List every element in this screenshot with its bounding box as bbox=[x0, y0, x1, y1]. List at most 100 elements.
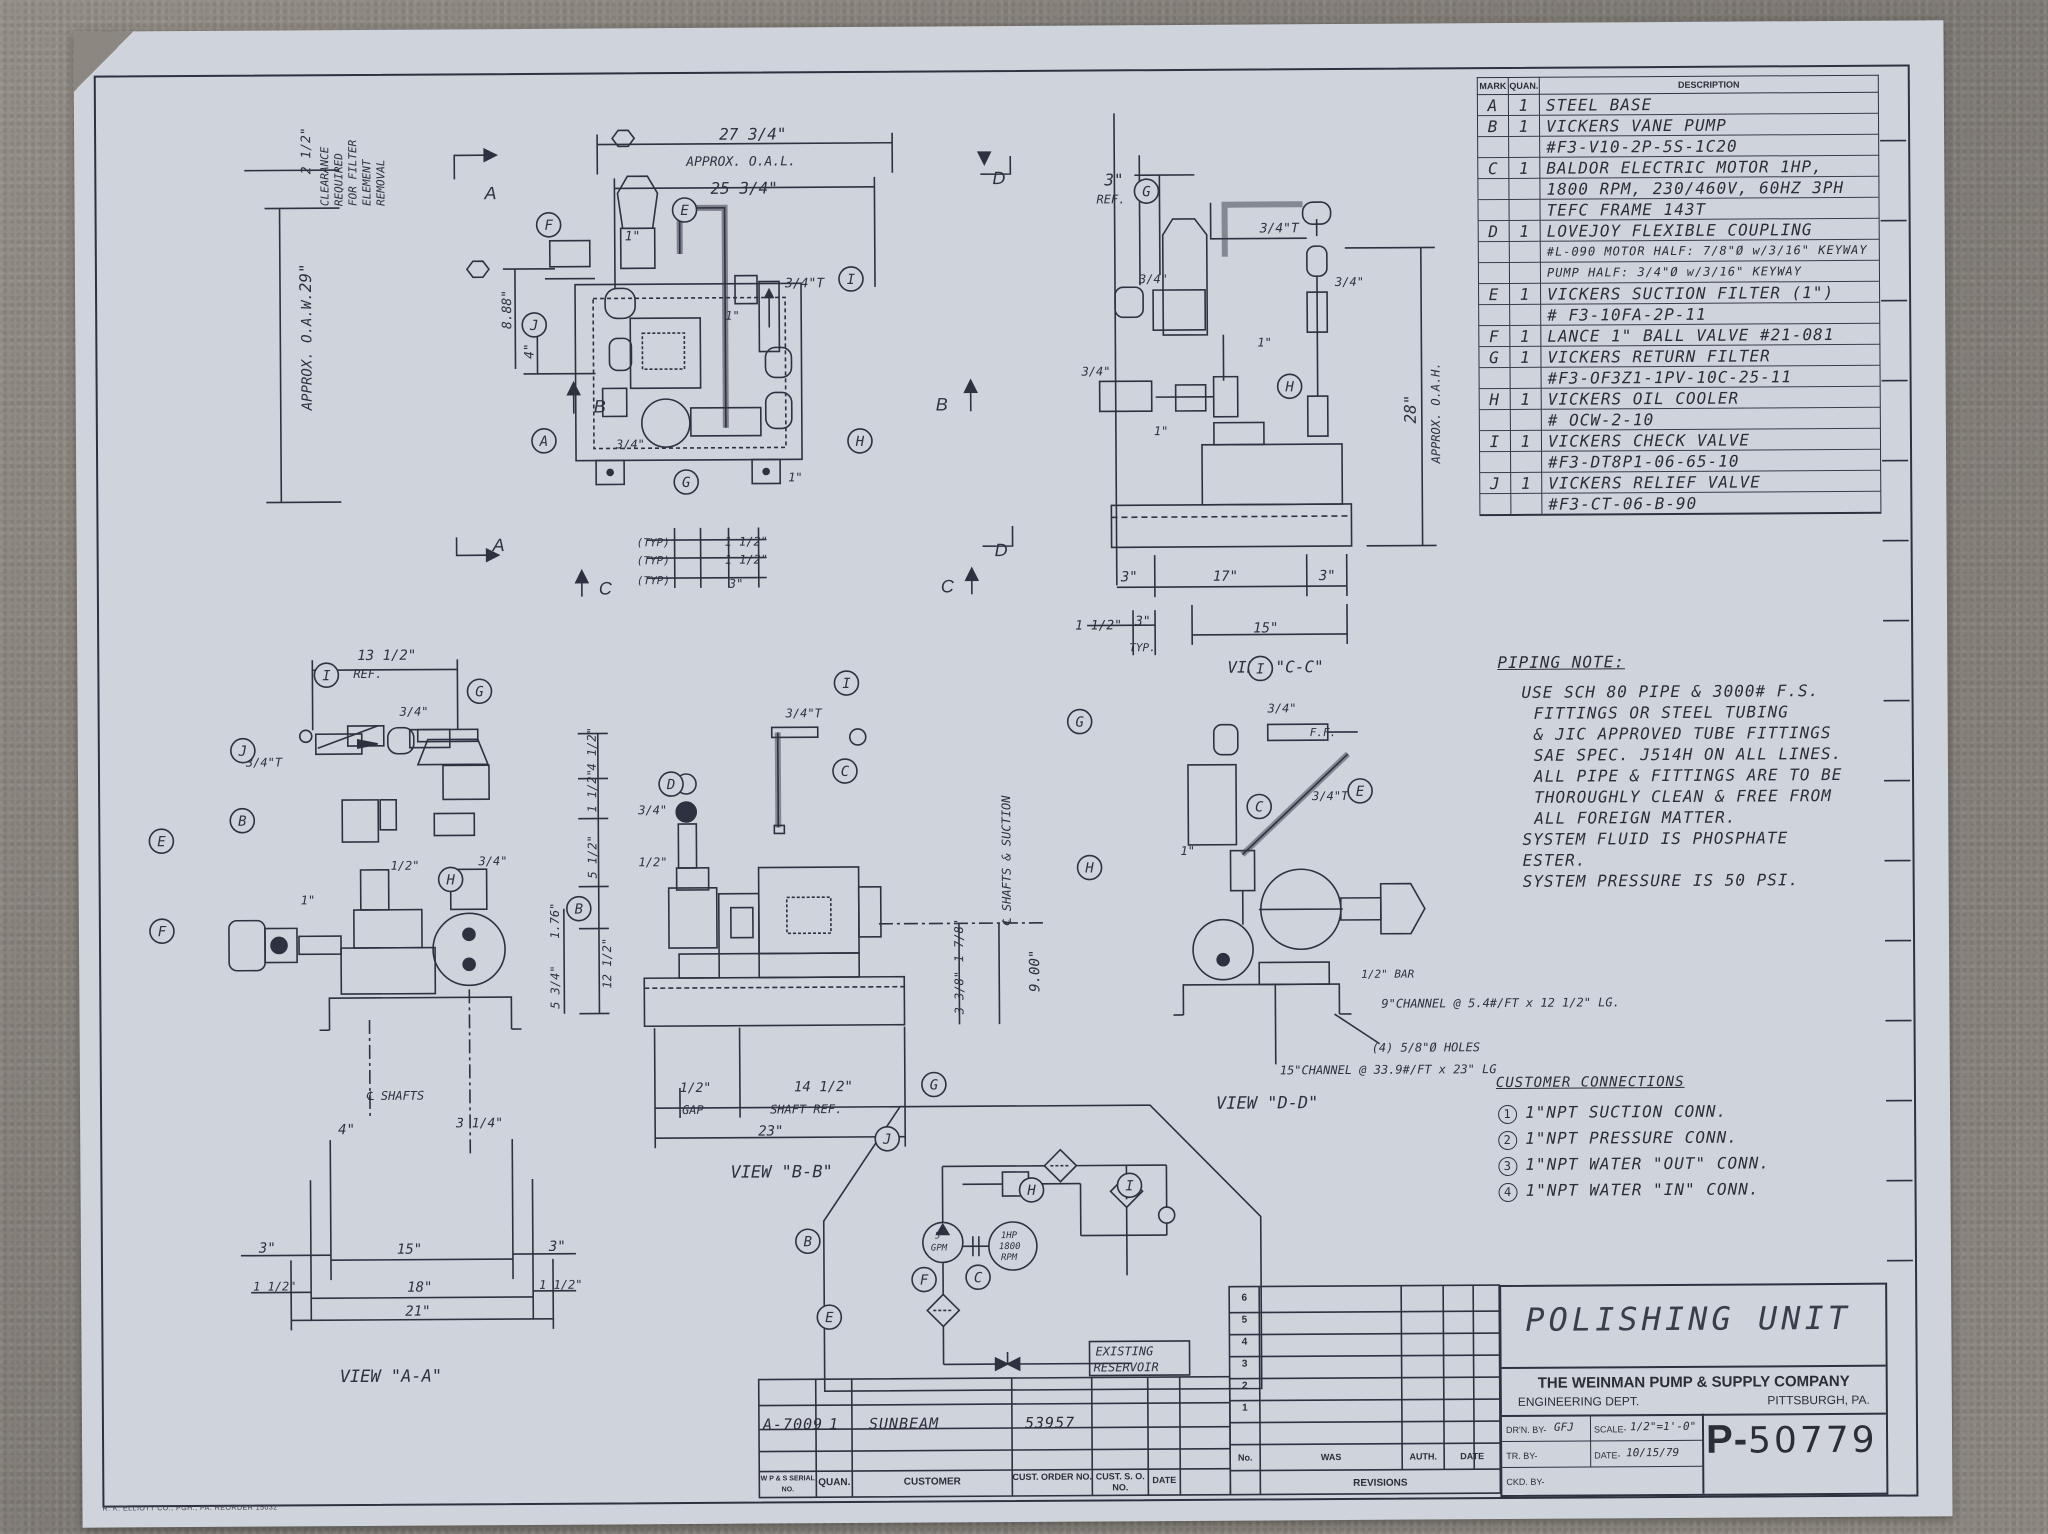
bb-motor bbox=[757, 866, 860, 955]
plan-foot-right bbox=[751, 458, 782, 485]
parts-cell-quan: 1 bbox=[1508, 115, 1540, 137]
parts-cell-quan: 1 bbox=[1508, 157, 1540, 179]
header-cust-so: CUST. S. O. NO. bbox=[1095, 1471, 1145, 1493]
parts-header-mark: MARK bbox=[1477, 77, 1509, 95]
plan-view bbox=[244, 129, 1014, 597]
hydraulic-schematic bbox=[822, 1104, 1263, 1392]
callout-balloon: H bbox=[1076, 854, 1103, 881]
piping-note-line: SAE SPEC. J514H ON ALL LINES. bbox=[1533, 743, 1843, 765]
svg-text:G: G bbox=[682, 475, 691, 491]
parts-cell-mark bbox=[1479, 367, 1511, 389]
parts-cell-desc: STEEL BASE bbox=[1539, 92, 1879, 116]
bb-dim-338: 3 3/8" bbox=[952, 971, 966, 1015]
view-dd bbox=[1173, 723, 1426, 1065]
parts-cell-quan: 1 bbox=[1508, 94, 1540, 116]
parts-cell-desc: # OCW-2-10 bbox=[1541, 407, 1881, 431]
parts-cell-desc: #F3-DT8P1-06-65-10 bbox=[1541, 449, 1881, 473]
svg-text:G: G bbox=[930, 1077, 939, 1093]
parts-cell-mark bbox=[1478, 304, 1510, 326]
aa-dim-3-left: 3" bbox=[258, 1241, 276, 1257]
aa-right-dim-1: 4 1/2" bbox=[585, 727, 599, 770]
svg-text:J: J bbox=[882, 1132, 892, 1148]
bb-base bbox=[643, 975, 906, 1028]
parts-cell-desc: VICKERS RELIEF VALVE bbox=[1541, 470, 1881, 494]
plan-typ-3: (TYP) bbox=[637, 574, 670, 587]
schematic-frame bbox=[822, 1104, 1263, 1392]
svg-text:A: A bbox=[539, 434, 549, 450]
aa-dim-112-left: 1 1/2" bbox=[253, 1279, 296, 1293]
parts-cell-desc: VICKERS CHECK VALVE bbox=[1541, 428, 1881, 452]
margin-ticks bbox=[1880, 139, 1913, 1262]
dd-channel bbox=[1182, 983, 1341, 1015]
callout-balloon: I bbox=[838, 266, 864, 292]
parts-cell-quan bbox=[1510, 493, 1542, 515]
callout-balloon: G bbox=[466, 678, 493, 705]
piping-note-line: ALL PIPE & FITTINGS ARE TO BE bbox=[1533, 764, 1843, 786]
callout-balloon: B bbox=[229, 807, 256, 834]
revision-number: 3 bbox=[1241, 1358, 1248, 1370]
product-title: POLISHING UNIT bbox=[1501, 1284, 1886, 1370]
revision-header: DATE bbox=[1460, 1451, 1485, 1462]
cc-return-filter bbox=[1161, 218, 1209, 336]
aa-dim-18: 18" bbox=[407, 1280, 432, 1296]
callout-balloon: C bbox=[1246, 793, 1273, 820]
piping-note-title: PIPING NOTE: bbox=[1497, 652, 1625, 673]
callout-balloon: H bbox=[1018, 1177, 1045, 1203]
parts-cell-mark: A bbox=[1477, 94, 1509, 116]
plan-foot-left bbox=[595, 459, 626, 486]
dd-bar: 1/2" BAR bbox=[1361, 968, 1414, 981]
callout-balloon: H bbox=[437, 866, 464, 893]
revision-number: 4 bbox=[1241, 1336, 1248, 1348]
plan-dim-1b: 1" bbox=[725, 309, 740, 323]
aa-right-dim-4: 12 1/2" bbox=[600, 938, 614, 989]
dd-suction-filter bbox=[1379, 882, 1426, 935]
piping-note-line: SYSTEM PRESSURE IS 50 PSI. bbox=[1522, 870, 1800, 891]
callout-balloon: B bbox=[795, 1228, 821, 1255]
drawing-number-value: 50779 bbox=[1747, 1419, 1878, 1462]
parts-cell-mark bbox=[1479, 409, 1511, 431]
svg-text:I: I bbox=[842, 676, 851, 692]
plan-base bbox=[574, 282, 803, 462]
dim-oaw bbox=[278, 208, 283, 503]
parts-cell-desc: VICKERS RETURN FILTER bbox=[1540, 344, 1881, 368]
section-label-c-right: C bbox=[941, 576, 955, 596]
svg-text:F: F bbox=[544, 218, 553, 234]
callout-balloon: J bbox=[874, 1125, 901, 1152]
dd-dim-1: 1" bbox=[1180, 844, 1195, 858]
svg-text:B: B bbox=[575, 902, 584, 918]
cc-dim-15: 15" bbox=[1253, 620, 1278, 636]
plan-motor bbox=[629, 317, 702, 390]
drawing-number-prefix: P- bbox=[1705, 1417, 1749, 1462]
parts-cell-desc: #F3-V10-2P-5S-1C20 bbox=[1539, 134, 1879, 158]
cc-dim-17: 17" bbox=[1213, 569, 1238, 585]
parts-row: #F3-OF3Z1-1PV-10C-25-11 bbox=[1479, 365, 1881, 389]
callout-balloon: C bbox=[832, 758, 858, 784]
aa-dim-34b: 3/4" bbox=[477, 854, 507, 868]
header-customer: CUSTOMER bbox=[903, 1476, 961, 1488]
cc-dim-34b: 3/4" bbox=[1138, 272, 1168, 286]
svg-text:C: C bbox=[974, 1270, 983, 1286]
bb-dim-1412: 14 1/2" bbox=[794, 1079, 853, 1095]
dd-dim-34: 3/4" bbox=[1267, 701, 1297, 715]
piping-note-line: USE SCH 80 PIPE & 3000# F.S. bbox=[1521, 681, 1820, 702]
plan-dim-1: 1" bbox=[625, 229, 641, 244]
bb-title: VIEW "B-B" bbox=[730, 1162, 832, 1183]
parts-cell-quan bbox=[1508, 199, 1541, 221]
cc-dim-34c: 3/4" bbox=[1081, 364, 1111, 378]
scale-value: 1/2"=1'-0" bbox=[1629, 1419, 1697, 1434]
parts-row: # F3-10FA-2P-11 bbox=[1478, 302, 1880, 326]
plan-clearance-note-4: ELEMENT bbox=[360, 158, 373, 206]
callout-balloon: E bbox=[1347, 778, 1373, 804]
callout-balloon: E bbox=[148, 828, 175, 855]
dim-oal bbox=[597, 141, 893, 146]
ckd-by-label: CKD. BY- bbox=[1506, 1476, 1545, 1487]
bb-shafts-suction: ℄ SHAFTS & SUCTION bbox=[999, 795, 1014, 926]
dd-channel15: 15"CHANNEL @ 33.9#/FT x 23" LG bbox=[1280, 1062, 1497, 1077]
cc-dim-3-left: 3" bbox=[1120, 569, 1138, 585]
engineering-drawing: 27 3/4" APPROX. O.A.L. 25 3/4" APPROX. O… bbox=[148, 113, 1913, 1499]
svg-text:H: H bbox=[1084, 861, 1094, 877]
plan-bottom-dim-3: 3" bbox=[728, 577, 744, 591]
